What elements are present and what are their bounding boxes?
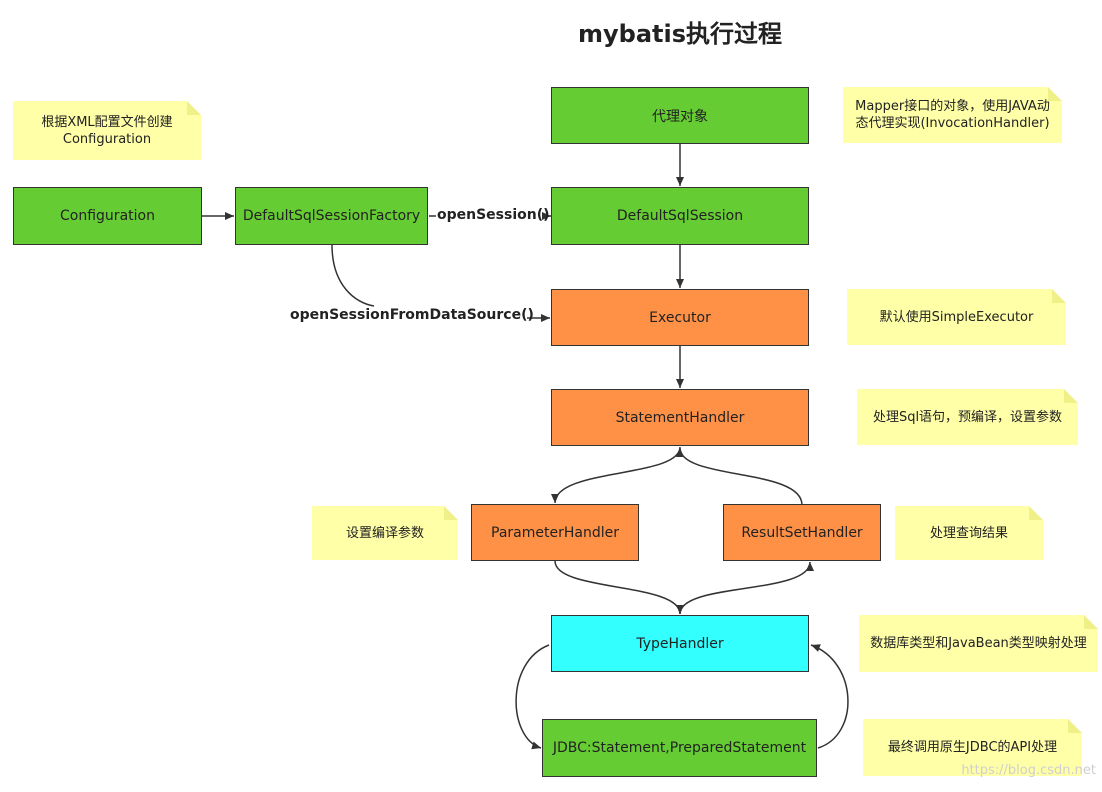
node-proxy-label: 代理对象 xyxy=(652,108,708,125)
note-jdbc: 最终调用原生JDBC的API处理 xyxy=(863,719,1082,776)
node-statement-handler: StatementHandler xyxy=(551,389,809,446)
edge-statement-parameter xyxy=(551,446,681,504)
note-jdbc-text: 最终调用原生JDBC的API处理 xyxy=(887,740,1058,755)
page-title: mybatis执行过程 xyxy=(577,20,782,48)
note-statement: 处理Sql语句，预编译，设置参数 xyxy=(857,389,1078,445)
edge-factory-executor-curve xyxy=(331,244,375,307)
node-type-handler: TypeHandler xyxy=(551,615,809,672)
node-jdbc-statement: JDBC:Statement,PreparedStatement xyxy=(542,719,817,777)
note-mapper-line2: 态代理实现(InvocationHandler) xyxy=(855,116,1050,131)
note-parameter-text: 设置编译参数 xyxy=(345,525,424,541)
node-type-label: TypeHandler xyxy=(636,635,724,652)
node-default-sql-session: DefaultSqlSession xyxy=(551,187,809,245)
edge-jdbc-type xyxy=(810,644,849,749)
note-mapper-line1: Mapper接口的对象，使用JAVA动 xyxy=(855,99,1050,114)
node-jdbc-label: JDBC:Statement,PreparedStatement xyxy=(552,740,807,756)
note-config-line2: Configuration xyxy=(62,131,152,147)
note-resultset: 处理查询结果 xyxy=(895,506,1043,560)
node-parameter-handler: ParameterHandler xyxy=(471,504,639,561)
edge-parameter-type xyxy=(554,560,684,615)
note-mapper: Mapper接口的对象，使用JAVA动 态代理实现(InvocationHand… xyxy=(843,87,1062,143)
edge-resultset-statement xyxy=(676,447,803,506)
note-config: 根据XML配置文件创建 Configuration xyxy=(13,101,201,160)
node-proxy-object: 代理对象 xyxy=(551,87,809,144)
node-session-label: DefaultSqlSession xyxy=(616,208,744,224)
watermark: https://blog.csdn.net xyxy=(961,763,1096,778)
node-executor-label: Executor xyxy=(649,309,711,326)
edge-label-open-session: openSession() xyxy=(437,207,550,223)
node-parameter-label: ParameterHandler xyxy=(491,524,619,541)
node-resultset-label: ResultSetHandler xyxy=(741,524,863,541)
note-resultset-text: 处理查询结果 xyxy=(929,525,1008,541)
note-statement-text: 处理Sql语句，预编译，设置参数 xyxy=(872,409,1063,425)
node-default-sql-session-factory: DefaultSqlSessionFactory xyxy=(235,187,428,245)
note-parameter: 设置编译参数 xyxy=(312,506,458,560)
note-config-line1: 根据XML配置文件创建 xyxy=(41,114,173,130)
edge-label-open-session-from-datasource: openSessionFromDataSource() xyxy=(290,307,534,323)
note-typehandler-text: 数据库类型和JavaBean类型映射处理 xyxy=(870,636,1087,651)
note-typehandler: 数据库类型和JavaBean类型映射处理 xyxy=(859,615,1098,672)
node-configuration: Configuration xyxy=(13,187,202,245)
node-statement-label: StatementHandler xyxy=(615,409,745,426)
node-executor: Executor xyxy=(551,289,809,346)
node-resultset-handler: ResultSetHandler xyxy=(723,504,881,561)
note-executor: 默认使用SimpleExecutor xyxy=(847,289,1066,345)
note-executor-text: 默认使用SimpleExecutor xyxy=(879,309,1034,325)
edge-type-resultset xyxy=(679,561,814,615)
node-configuration-label: Configuration xyxy=(60,208,155,224)
edge-type-jdbc xyxy=(515,644,550,750)
node-factory-label: DefaultSqlSessionFactory xyxy=(242,208,421,224)
